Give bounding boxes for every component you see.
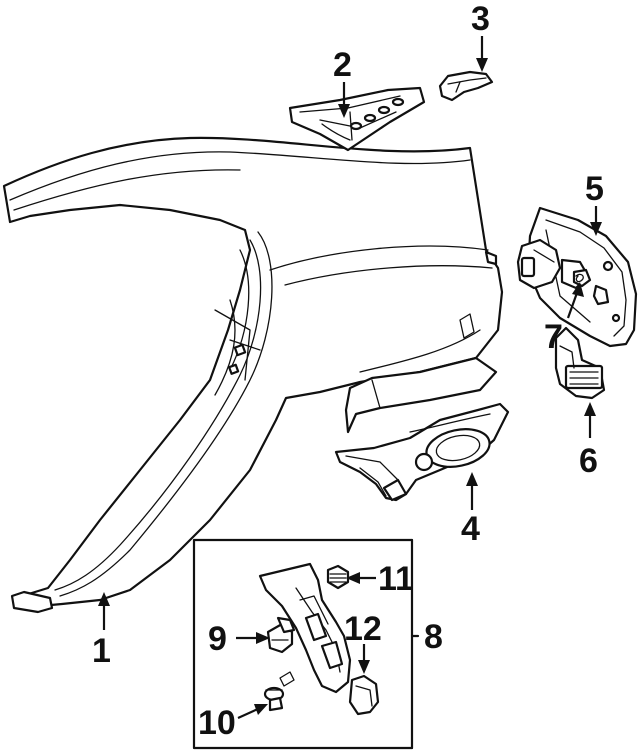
quarter-panel-part-1[interactable] (2, 136, 504, 614)
callout-labels: 1 2 3 4 5 6 7 8 9 10 11 12 (92, 0, 604, 742)
screw-part-10[interactable] (263, 671, 295, 712)
retainer-part-12[interactable] (348, 674, 380, 716)
callout-10: 10 (198, 704, 236, 742)
handle-part-6[interactable] (554, 326, 606, 400)
callout-4: 4 (461, 510, 480, 548)
liner-part-8[interactable] (258, 562, 352, 694)
callout-9: 9 (208, 620, 227, 658)
callout-2: 2 (333, 46, 352, 84)
housing-part-4[interactable] (334, 402, 510, 502)
callout-7: 7 (544, 318, 563, 356)
clip-part-9[interactable] (266, 616, 296, 654)
spring-part-7[interactable] (572, 268, 592, 288)
callout-3: 3 (471, 0, 490, 38)
callout-5: 5 (585, 170, 604, 208)
hardware-group-box (192, 538, 420, 750)
callout-8: 8 (424, 618, 443, 656)
leader-lines (98, 36, 602, 720)
bracket-part-3[interactable] (438, 70, 494, 102)
nut-part-11[interactable] (326, 564, 350, 590)
callout-12: 12 (344, 610, 382, 648)
extension-part-2[interactable] (288, 86, 426, 152)
callout-1: 1 (92, 632, 111, 670)
callout-6: 6 (579, 442, 598, 480)
callout-11: 11 (378, 560, 414, 598)
